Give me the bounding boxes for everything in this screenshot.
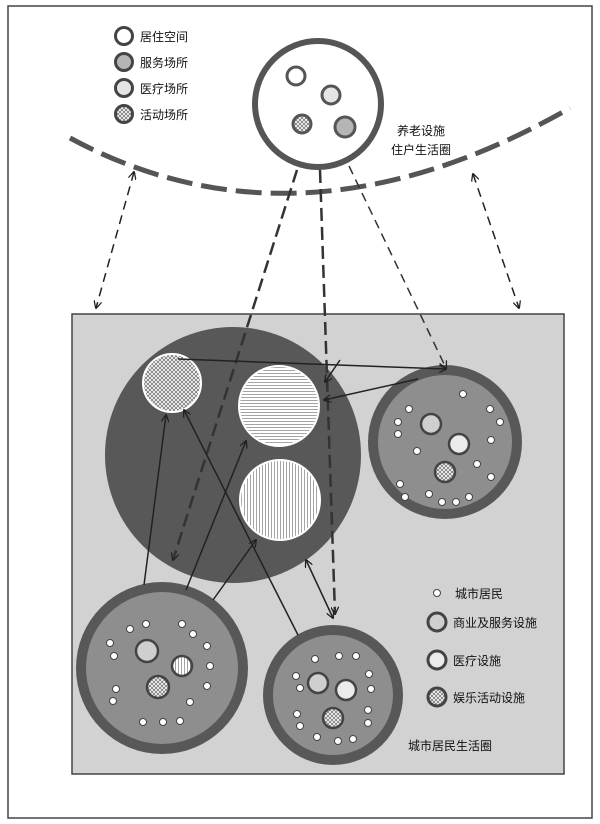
central-commercial-facility bbox=[238, 365, 320, 447]
legend-city-resident-label: 城市居民 bbox=[455, 586, 503, 601]
top-legend: 居住空间 服务场所 医疗场所 活动场所 bbox=[114, 26, 188, 124]
central-facility-circle bbox=[105, 327, 361, 583]
elderly-to-right-link bbox=[348, 165, 446, 368]
legend-service-place-label: 服务场所 bbox=[140, 55, 188, 70]
legend-medical-place-label: 医疗场所 bbox=[140, 82, 188, 96]
elderly-boundary-arc bbox=[68, 105, 572, 196]
legend-living-space-label: 居住空间 bbox=[140, 30, 188, 44]
elderly-medical-place bbox=[320, 84, 342, 106]
central-medical-facility bbox=[239, 459, 321, 541]
legend-entertainment-facility-icon bbox=[426, 686, 448, 708]
elderly-activity-place bbox=[291, 113, 313, 135]
legend-commercial-service-label: 商业及服务设施 bbox=[453, 615, 537, 630]
neighborhood-bottom bbox=[263, 625, 403, 765]
legend-medical-facility-icon bbox=[426, 649, 448, 671]
boundary-dashed-arrows bbox=[96, 172, 519, 308]
elderly-service-place bbox=[333, 115, 357, 139]
elderly-circle-label-2: 住户生活圈 bbox=[391, 142, 451, 157]
elderly-heavy-dashed-links bbox=[173, 169, 335, 614]
elderly-life-circle bbox=[252, 38, 384, 170]
legend-living-space-icon bbox=[114, 26, 134, 46]
legend-entertainment-facility-label: 娱乐活动设施 bbox=[453, 691, 525, 705]
legend-medical-place-icon bbox=[114, 78, 134, 98]
legend-service-place-icon bbox=[114, 52, 134, 72]
bottom-legend: 城市居民 商业及服务设施 医疗设施 娱乐活动设施 bbox=[426, 586, 537, 708]
central-activity-facility bbox=[142, 353, 202, 413]
elderly-circle-label-1: 养老设施 bbox=[397, 123, 445, 138]
solid-arrows bbox=[143, 358, 446, 636]
neighborhood-left bbox=[76, 582, 248, 754]
legend-commercial-service-icon bbox=[426, 611, 448, 633]
legend-city-resident-icon bbox=[433, 589, 441, 597]
legend-activity-place-label: 活动场所 bbox=[140, 108, 188, 122]
outer-frame bbox=[7, 5, 593, 819]
city-life-circle-label: 城市居民生活圈 bbox=[408, 738, 492, 753]
elderly-living-space bbox=[285, 65, 307, 87]
neighborhood-right bbox=[368, 365, 522, 519]
legend-medical-facility-label: 医疗设施 bbox=[453, 654, 501, 668]
legend-activity-place-icon bbox=[114, 104, 134, 124]
